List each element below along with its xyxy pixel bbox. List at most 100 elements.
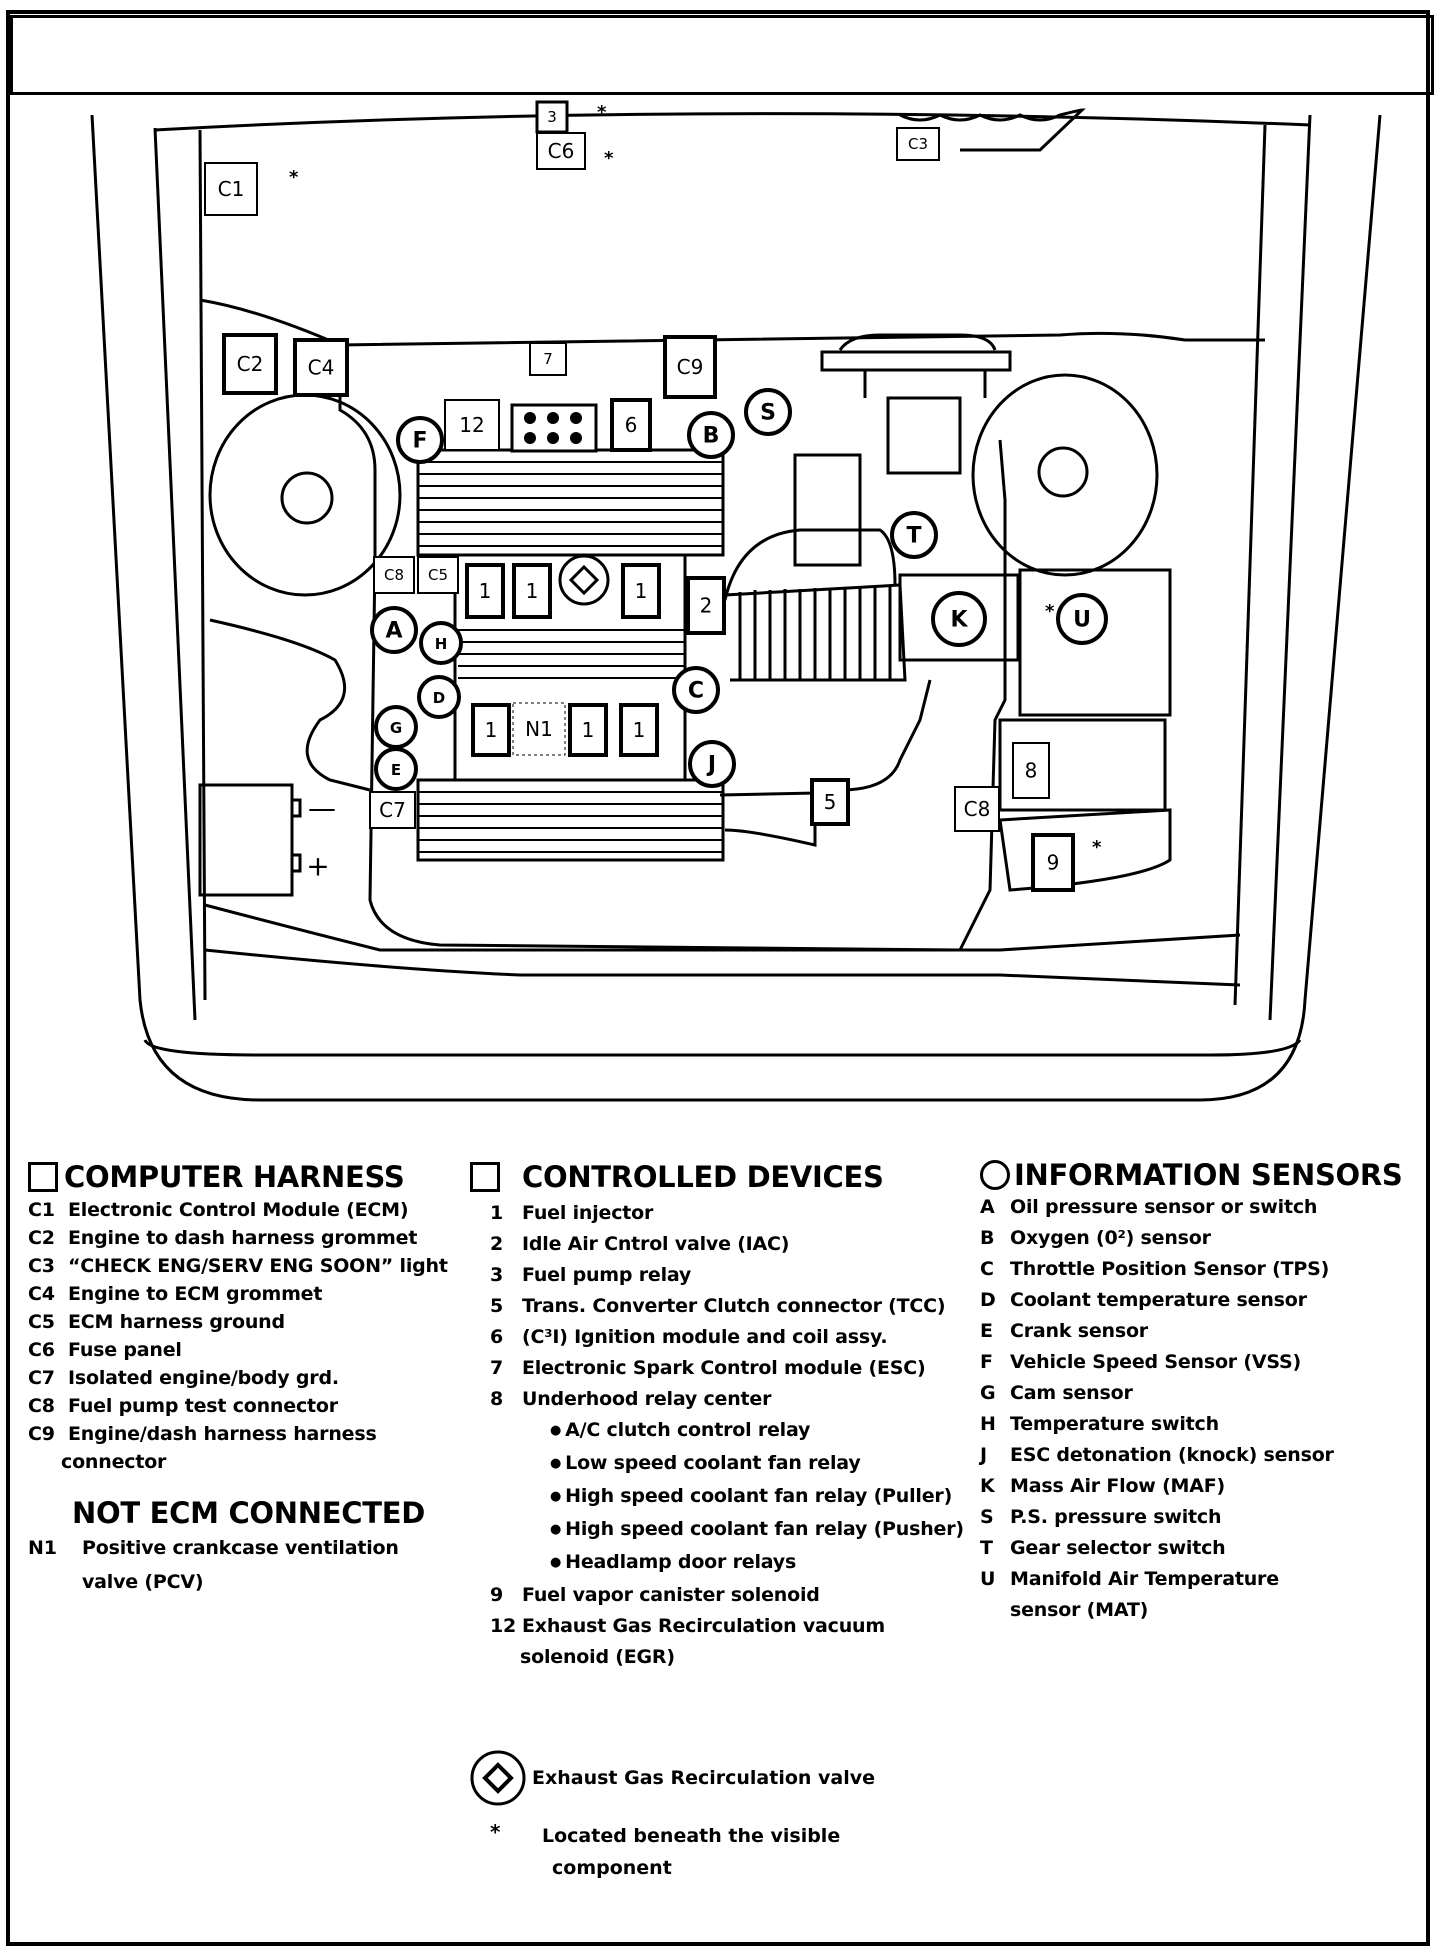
- sensor-label: C: [688, 679, 704, 704]
- sensor-circle-k: K: [931, 591, 987, 647]
- egr-valve-symbol: [558, 554, 610, 606]
- left-pulley: [208, 393, 402, 597]
- component-box-d9: 9: [1031, 833, 1075, 892]
- component-box-d3: 3: [535, 100, 569, 134]
- sensor-circle-t: T: [890, 511, 938, 559]
- component-label: C5: [428, 566, 448, 584]
- maf-housing: [898, 573, 1020, 662]
- sensor-label: U: [1073, 608, 1091, 633]
- battery-plus-label: +: [306, 850, 329, 883]
- battery-term-minus: [290, 798, 302, 818]
- component-box-d1e: 1: [568, 703, 608, 757]
- engine-housing: [338, 345, 1007, 952]
- component-box-c4: C4: [293, 338, 349, 397]
- u-continuation: sensor (MAT): [1010, 1599, 1149, 1621]
- component-box-c1: C1: [204, 162, 258, 216]
- component-label: C2: [237, 352, 264, 376]
- bumper-line: [143, 1038, 1302, 1057]
- canister-outline: [998, 808, 1172, 892]
- battery-minus-label: —: [308, 792, 336, 825]
- component-box-d1b: 1: [512, 563, 552, 619]
- lower-line-2: [204, 948, 1241, 987]
- air-cleaner-cap: [838, 333, 997, 351]
- sensor-circle-j: J: [688, 740, 736, 788]
- sensor-circle-a: A: [370, 606, 418, 654]
- inner-wall-left: [198, 129, 207, 1001]
- air-cleaner-top: [820, 350, 1012, 372]
- component-label: 5: [824, 790, 837, 814]
- device-6: 6(C³I) Ignition module and coil assy.: [490, 1326, 888, 1348]
- component-label: 1: [633, 718, 646, 742]
- component-box-c9: C9: [663, 335, 717, 399]
- component-box-c3: C3: [896, 127, 940, 161]
- sensor-circle-u: U: [1056, 593, 1108, 645]
- intake-plenum-mid: [453, 553, 687, 782]
- egr-valve-note: Exhaust Gas Recirculation valve: [468, 1748, 875, 1808]
- sensor-circle-d: D: [417, 675, 461, 719]
- sensor-label: E: [391, 761, 401, 779]
- component-label: 8: [1025, 759, 1038, 783]
- egr-solenoid-connector: [510, 403, 598, 453]
- star-symbol: *: [490, 1820, 501, 1844]
- tcc-wiring-2: [839, 679, 932, 792]
- air-cleaner-neck: [886, 396, 962, 475]
- component-box-d5: 5: [810, 778, 850, 826]
- inner-wall-right: [1233, 124, 1267, 1006]
- sensor-circle-h: H: [419, 621, 463, 665]
- mat-housing: [1018, 568, 1172, 717]
- intake-plenum-upper: [416, 448, 725, 557]
- square-symbol-icon: [28, 1162, 58, 1192]
- component-label: 6: [625, 413, 638, 437]
- body-inner-right: [1268, 114, 1312, 1021]
- relay-center-housing: [998, 718, 1167, 812]
- beneath-star: *: [1092, 837, 1102, 858]
- sensor-circle-c: C: [672, 666, 720, 714]
- component-label: C8: [384, 566, 404, 584]
- component-box-d1c: 1: [621, 563, 661, 619]
- sensor-label: A: [385, 619, 402, 644]
- component-label: C1: [218, 177, 245, 201]
- component-label: 1: [582, 718, 595, 742]
- component-label: 1: [485, 718, 498, 742]
- component-box-n1: N1: [512, 702, 566, 756]
- computer-harness-heading: COMPUTER HARNESS: [28, 1160, 468, 1194]
- body-outline: [90, 114, 1382, 1102]
- component-box-c5: C5: [417, 556, 459, 594]
- component-box-d8: 8: [1012, 742, 1050, 799]
- relay-item: Low speed coolant fan relay: [490, 1448, 990, 1481]
- relay-item: High speed coolant fan relay (Pusher): [490, 1514, 990, 1547]
- controlled-devices-heading: CONTROLLED DEVICES: [470, 1160, 990, 1194]
- device-12: 12 Exhaust Gas Recirculation vacuum: [490, 1615, 885, 1637]
- sensor-label: S: [760, 401, 776, 426]
- battery: [198, 783, 294, 897]
- cowl-line: [199, 298, 1265, 347]
- relay-item: High speed coolant fan relay (Puller): [490, 1481, 990, 1514]
- beneath-star: *: [289, 167, 299, 188]
- device-9: 9 Fuel vapor canister solenoid: [490, 1584, 820, 1606]
- sensor-label: B: [703, 424, 720, 449]
- component-label: 1: [635, 579, 648, 603]
- component-label: C6: [548, 139, 575, 163]
- left-pulley-hub: [280, 471, 334, 525]
- circle-symbol-icon: [980, 1160, 1010, 1190]
- beneath-star: *: [604, 148, 614, 169]
